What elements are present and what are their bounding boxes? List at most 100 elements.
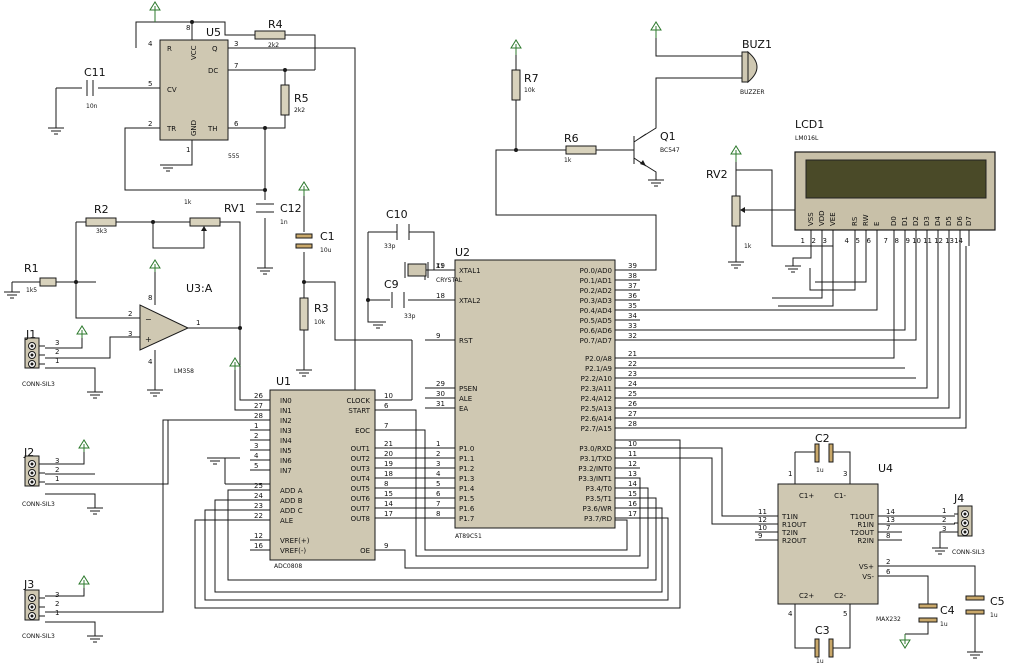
u2-pin-4-number: 4: [436, 470, 441, 478]
lcd1-pin-9-label: D2: [912, 216, 920, 226]
u5-pin-gnd: GND: [190, 120, 198, 136]
c12: C12 1n: [256, 202, 302, 226]
u4-ref: U4: [878, 462, 893, 475]
u5-value: 555: [228, 153, 240, 160]
u4-pin-1: 1C1+: [788, 470, 814, 500]
x1-ref: X1: [436, 263, 444, 270]
wires: [11, 21, 976, 652]
u2-left-pins: 19XTAL118XTAL29RST29PSEN30ALE31EA1P1.02P…: [425, 262, 481, 523]
lcd1-pin-8-label: D1: [901, 216, 909, 226]
c2-value: 1u: [816, 467, 824, 474]
u2-pin-31-number: 31: [436, 400, 445, 408]
r1-ref: R1: [24, 262, 39, 275]
u2-pin-23-label: P2.2/A10: [581, 375, 612, 383]
lcd1-pin-7-number: 7: [884, 237, 888, 245]
u1-pin-1-label: IN3: [280, 427, 292, 435]
power-terminal-opamp: [149, 259, 161, 272]
u1-pin-12-number: 12: [254, 532, 263, 540]
u2-pin-38-label: P0.1/AD1: [580, 277, 612, 285]
x1-crystal: X1 CRYSTAL: [404, 262, 463, 284]
u1-pin-15-number: 15: [384, 490, 393, 498]
u4-pin-14-number: 14: [886, 508, 895, 516]
u2-pin-34-label: P0.5/AD5: [580, 317, 612, 325]
u2-pin-24-label: P2.3/A11: [581, 385, 612, 393]
power-terminal-rv2: [730, 145, 742, 162]
q1-transistor: Q1 BC547: [633, 130, 680, 167]
u1-pin-16-number: 16: [254, 542, 263, 550]
u4-pin-10-number: 10: [758, 524, 767, 532]
u4-pin-2-label: VS+: [859, 563, 874, 571]
u2-pin-2-number: 2: [436, 450, 440, 458]
u1-pin-2-number: 2: [254, 432, 258, 440]
u4-pin-4-label: C2+: [799, 592, 814, 600]
u5-pinnum-gnd: 1: [186, 146, 190, 154]
c4: C4 1u: [918, 603, 955, 628]
u1-pin-21-label: OUT1: [351, 445, 370, 453]
r5: R5 2k2: [280, 84, 309, 116]
lcd1-value: LM016L: [795, 135, 819, 142]
u2-pin-17-number: 17: [628, 510, 637, 518]
c10-value: 33p: [384, 243, 396, 250]
u2-pin-28-number: 28: [628, 420, 637, 428]
u2-pin-27-number: 27: [628, 410, 637, 418]
c9-value: 33p: [404, 313, 416, 320]
u2-pin-35-label: P0.4/AD4: [580, 307, 613, 315]
u2-pin-37-number: 37: [628, 282, 637, 290]
u1-pin-5-label: IN7: [280, 467, 292, 475]
j1-pin-1: 1: [28, 357, 59, 368]
u5-pin-tr: TR: [166, 125, 176, 133]
u1-pin-7-label: EOC: [355, 427, 370, 435]
r3-ref: R3: [314, 302, 329, 315]
u3-pinnum-vp: 8: [148, 294, 152, 302]
u5-pin-th: TH: [207, 125, 218, 133]
u1-pin-9-number: 9: [384, 542, 388, 550]
c1-ref: C1: [320, 230, 335, 243]
u2-pin-8-label: P1.7: [459, 515, 474, 523]
u2-pin-8-number: 8: [436, 510, 440, 518]
u2-pin-2: 2P1.1: [425, 450, 474, 463]
lcd1-pin-9: 9 D2: [906, 216, 920, 246]
junction-dots: [74, 20, 518, 330]
u2-pin-26-number: 26: [628, 400, 637, 408]
u4-pin-6-number: 6: [886, 568, 891, 576]
u4-pin-8-number: 8: [886, 532, 890, 540]
lcd1-pin-9-number: 9: [906, 237, 910, 245]
u1-pin-15-label: OUT6: [351, 495, 371, 503]
u2-pin-10-label: P3.0/RXD: [579, 445, 612, 453]
lcd1-pin-7-label: D0: [890, 216, 898, 226]
u2-pin-7-number: 7: [436, 500, 440, 508]
rv1: RV1 1k: [184, 199, 246, 232]
lcd1-pin-10-number: 10: [912, 237, 921, 245]
u1-pin-17-label: OUT8: [351, 515, 370, 523]
r7-value: 10k: [524, 87, 536, 94]
resistors: R1 1k5 R2 3k3 R3 10k R4 2k2 R5 2k2 R6 1k…: [24, 18, 752, 331]
u5-pin-dc: DC: [208, 67, 218, 75]
ground-c11: [48, 127, 64, 135]
r6-ref: R6: [564, 132, 579, 145]
u4-pin-5-label: C2-: [834, 592, 846, 600]
u1-pin-6-number: 6: [384, 402, 389, 410]
u4-value: MAX232: [876, 616, 901, 623]
u1-pin-8-number: 8: [384, 480, 388, 488]
lcd1-pin-11-number: 11: [923, 237, 932, 245]
r3-value: 10k: [314, 319, 326, 326]
u2-pin-1-label: P1.0: [459, 445, 474, 453]
ground-rv2: [728, 261, 744, 269]
u2-pin-37-label: P0.2/AD2: [580, 287, 612, 295]
c9-ref: C9: [384, 278, 399, 291]
